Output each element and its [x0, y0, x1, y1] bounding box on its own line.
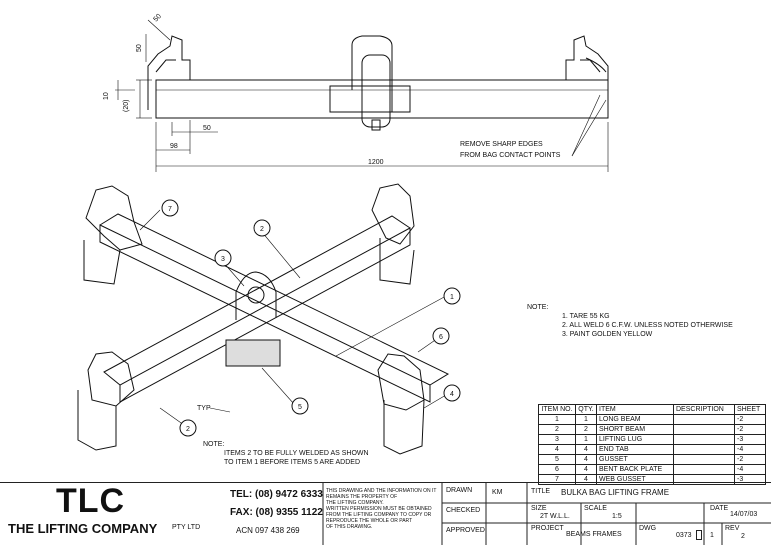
bom-header-description: DESCRIPTION: [673, 404, 735, 415]
balloon-3: [214, 249, 232, 267]
balloon-labels: 7 2 3 1 6 4 5 2: [168, 206, 454, 433]
elevation-note-line1: REMOVE SHARP EDGES: [460, 141, 543, 148]
date-label: DATE: [710, 505, 729, 512]
balloon-label-1: 1: [450, 294, 454, 301]
balloon-label-7: 7: [168, 206, 172, 213]
elevation-dimensions: 50 50 10 (20) 50 98 1200 REMOVE SHARP ED…: [103, 13, 561, 166]
iso-note-line2: TO ITEM 1 BEFORE ITEMS 5 ARE ADDED: [224, 459, 360, 466]
balloon-2-top: [253, 219, 271, 237]
iso-note-title: NOTE:: [203, 441, 224, 448]
dimension-50-base: 50: [203, 125, 211, 132]
typ-label: TYP: [197, 405, 211, 412]
approved-label: APPROVED: [446, 527, 485, 534]
drawn-label: DRAWN: [446, 487, 473, 494]
balloon-2-bottom: [179, 419, 197, 437]
bom-header-row: ITEM NO. QTY. ITEM DESCRIPTION SHEET: [538, 404, 766, 415]
title-block: TLC THE LIFTING COMPANY PTY LTD TEL: (08…: [0, 482, 771, 545]
dimension-98: 98: [170, 143, 178, 150]
company-acn: ACN 097 438 269: [236, 526, 300, 535]
drawing-title: BULKA BAG LIFTING FRAME: [561, 488, 670, 497]
title-label: TITLE: [531, 488, 551, 495]
dwg-separator-box: [696, 530, 702, 540]
note-item-1: 1. TARE 55 KG: [562, 313, 610, 320]
isometric-view: [77, 183, 450, 455]
balloon-4: [443, 384, 461, 402]
elevation-note-line2: FROM BAG CONTACT POINTS: [460, 152, 561, 159]
balloon-label-5: 5: [298, 404, 302, 411]
balloon-5: [291, 397, 309, 415]
balloon-label-2-top: 2: [260, 226, 264, 233]
drawn-value: KM: [492, 489, 503, 496]
dimension-10: 10: [103, 92, 110, 100]
size-label: SIZE: [531, 505, 547, 512]
rev-label: REV: [725, 525, 740, 532]
notes-title: NOTE:: [527, 304, 548, 311]
side-elevation-view: [115, 19, 609, 172]
size-value: 2T W.L.L.: [540, 513, 570, 520]
balloon-label-4: 4: [450, 391, 454, 398]
company-fax: FAX: (08) 9355 1122: [230, 507, 323, 518]
title-block-grid: [322, 483, 771, 545]
dimension-1200: 1200: [368, 159, 384, 166]
balloon-1: [443, 287, 461, 305]
company-tel: TEL: (08) 9472 6333: [230, 489, 323, 500]
balloon-label-6: 6: [439, 334, 443, 341]
balloon-label-3: 3: [221, 256, 225, 263]
scale-value: 1:5: [612, 513, 622, 520]
project-label: PROJECT: [531, 525, 564, 532]
note-item-3: 3. PAINT GOLDEN YELLOW: [562, 331, 653, 338]
note-item-2: 2. ALL WELD 6 C.F.W. UNLESS NOTED OTHERW…: [562, 322, 733, 329]
bom-header-item-no: ITEM NO.: [538, 404, 576, 415]
iso-note-line1: ITEMS 2 TO BE FULLY WELDED AS SHOWN: [224, 450, 369, 457]
balloon-6: [432, 327, 450, 345]
dwg-sheet: 1: [710, 532, 714, 539]
bom-header-sheet: SHEET: [734, 404, 766, 415]
scale-label: SCALE: [584, 505, 607, 512]
general-notes: NOTE: 1. TARE 55 KG 2. ALL WELD 6 C.F.W.…: [527, 304, 733, 338]
checked-label: CHECKED: [446, 507, 481, 514]
balloons: [161, 199, 461, 437]
dimension-50-side: 50: [136, 44, 143, 52]
dimension-20: (20): [123, 100, 130, 112]
dimension-50-top: 50: [152, 13, 163, 24]
bom-header-item: ITEM: [596, 404, 674, 415]
copyright-notice: THIS DRAWING AND THE INFORMATION ON IT R…: [326, 488, 437, 530]
balloon-7: [161, 199, 179, 217]
rev-value: 2: [741, 533, 745, 540]
project-value: BEAMS FRAMES: [566, 531, 622, 538]
balloon-label-2-bottom: 2: [186, 426, 190, 433]
dwg-label: DWG: [639, 525, 657, 532]
dwg-value: 0373: [676, 532, 692, 539]
company-logo: TLC: [56, 482, 126, 520]
bom-header-qty: QTY.: [575, 404, 597, 415]
date-value: 14/07/03: [730, 511, 758, 518]
company-pty: PTY LTD: [172, 524, 201, 531]
isometric-notes: TYP NOTE: ITEMS 2 TO BE FULLY WELDED AS …: [197, 405, 369, 466]
company-name: THE LIFTING COMPANY: [8, 521, 158, 536]
